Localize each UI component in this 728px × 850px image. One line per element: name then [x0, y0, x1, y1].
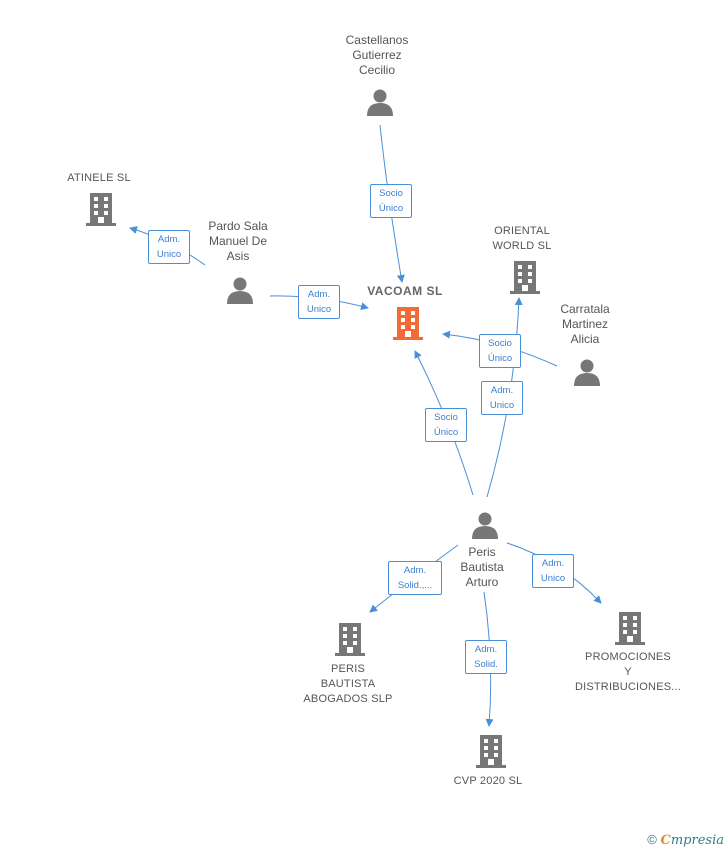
relation-line: Único [378, 203, 404, 214]
relation-line: Solid.,... [397, 580, 433, 591]
relation-box-peris-cvp[interactable]: Adm. Solid. [465, 640, 507, 674]
building-icon[interactable] [476, 734, 506, 768]
building-icon[interactable] [510, 260, 540, 294]
label-line: ATINELE SL [67, 172, 131, 184]
node-label-peris[interactable]: Peris Bautista Arturo [422, 545, 542, 590]
relation-line: Adm. [307, 289, 331, 300]
label-line: WORLD SL [492, 240, 552, 252]
relation-line: Único [433, 427, 459, 438]
relation-line: Único [487, 353, 513, 364]
person-icon[interactable] [366, 88, 394, 116]
person-icon[interactable] [573, 358, 601, 386]
label-line: Martinez [561, 317, 608, 331]
label-line: PROMOCIONES [585, 651, 671, 663]
node-label-vacoam[interactable]: VACOAM SL [345, 284, 465, 299]
relation-line: Unico [156, 249, 182, 260]
node-label-atinele[interactable]: ATINELE SL [39, 171, 159, 186]
building-icon[interactable] [393, 306, 423, 340]
relation-box-peris-vacoam[interactable]: Socio Único [425, 408, 467, 442]
label-line: PERIS [330, 663, 365, 675]
label-line: Bautista [460, 560, 504, 574]
label-line: Castellanos [345, 33, 409, 47]
brand-logo: Cmpresia [660, 833, 725, 848]
relation-line: Socio [434, 412, 458, 423]
relation-line: Adm. [157, 234, 181, 245]
node-label-peris-abogados[interactable]: PERIS BAUTISTA ABOGADOS SLP [278, 662, 418, 707]
relation-line: Socio [488, 338, 512, 349]
relation-box-carratala-vacoam[interactable]: Socio Único [479, 334, 521, 368]
label-line: Pardo Sala [208, 219, 268, 233]
brand-footer: © Cmpresia [647, 832, 724, 848]
node-label-oriental[interactable]: ORIENTAL WORLD SL [462, 224, 582, 254]
label-line: BAUTISTA [320, 678, 376, 690]
node-label-carratala[interactable]: Carratala Martinez Alicia [525, 302, 645, 347]
relation-line: Unico [489, 400, 515, 411]
building-icon[interactable] [615, 611, 645, 645]
relation-line: Adm. [490, 385, 514, 396]
copyright-icon: © [647, 832, 657, 847]
relation-box-peris-promociones[interactable]: Adm. Unico [532, 554, 574, 588]
label-line: Peris [468, 545, 496, 559]
building-icon[interactable] [86, 192, 116, 226]
label-line: Manuel De [208, 234, 268, 248]
node-label-cvp[interactable]: CVP 2020 SL [428, 774, 548, 789]
relation-line: Adm. [403, 565, 427, 576]
building-icon[interactable] [335, 622, 365, 656]
person-icon[interactable] [471, 511, 499, 539]
relation-line: Unico [306, 304, 332, 315]
relation-box-peris-oriental[interactable]: Adm. Unico [481, 381, 523, 415]
label-line: CVP 2020 SL [453, 775, 523, 787]
relation-box-castellanos-vacoam[interactable]: Socio Único [370, 184, 412, 218]
label-line: Asis [226, 249, 250, 263]
label-line: Cecilio [358, 63, 395, 77]
relation-box-pardo-vacoam[interactable]: Adm. Unico [298, 285, 340, 319]
relation-box-peris-abogados[interactable]: Adm. Solid.,... [388, 561, 442, 595]
relation-line: Adm. [474, 644, 498, 655]
node-label-castellanos[interactable]: Castellanos Gutierrez Cecilio [317, 33, 437, 78]
label-line: Y [624, 666, 632, 678]
person-icon[interactable] [226, 276, 254, 304]
node-label-pardo[interactable]: Pardo Sala Manuel De Asis [178, 219, 298, 264]
relation-line: Socio [379, 188, 403, 199]
label-line: ABOGADOS SLP [303, 693, 393, 705]
node-label-promociones[interactable]: PROMOCIONES Y DISTRIBUCIONES... [558, 650, 698, 695]
label-line: Arturo [465, 575, 499, 589]
label-line: ORIENTAL [494, 225, 550, 237]
relation-box-pardo-atinele[interactable]: Adm. Unico [148, 230, 190, 264]
relation-line: Solid. [474, 659, 498, 670]
label-line: Alicia [570, 332, 600, 346]
label-line: DISTRIBUCIONES... [574, 681, 682, 693]
label-line: Gutierrez [352, 48, 402, 62]
label-line: Carratala [560, 302, 610, 316]
label-line: VACOAM SL [367, 284, 443, 298]
relation-line: Unico [540, 573, 566, 584]
relation-line: Adm. [541, 558, 565, 569]
